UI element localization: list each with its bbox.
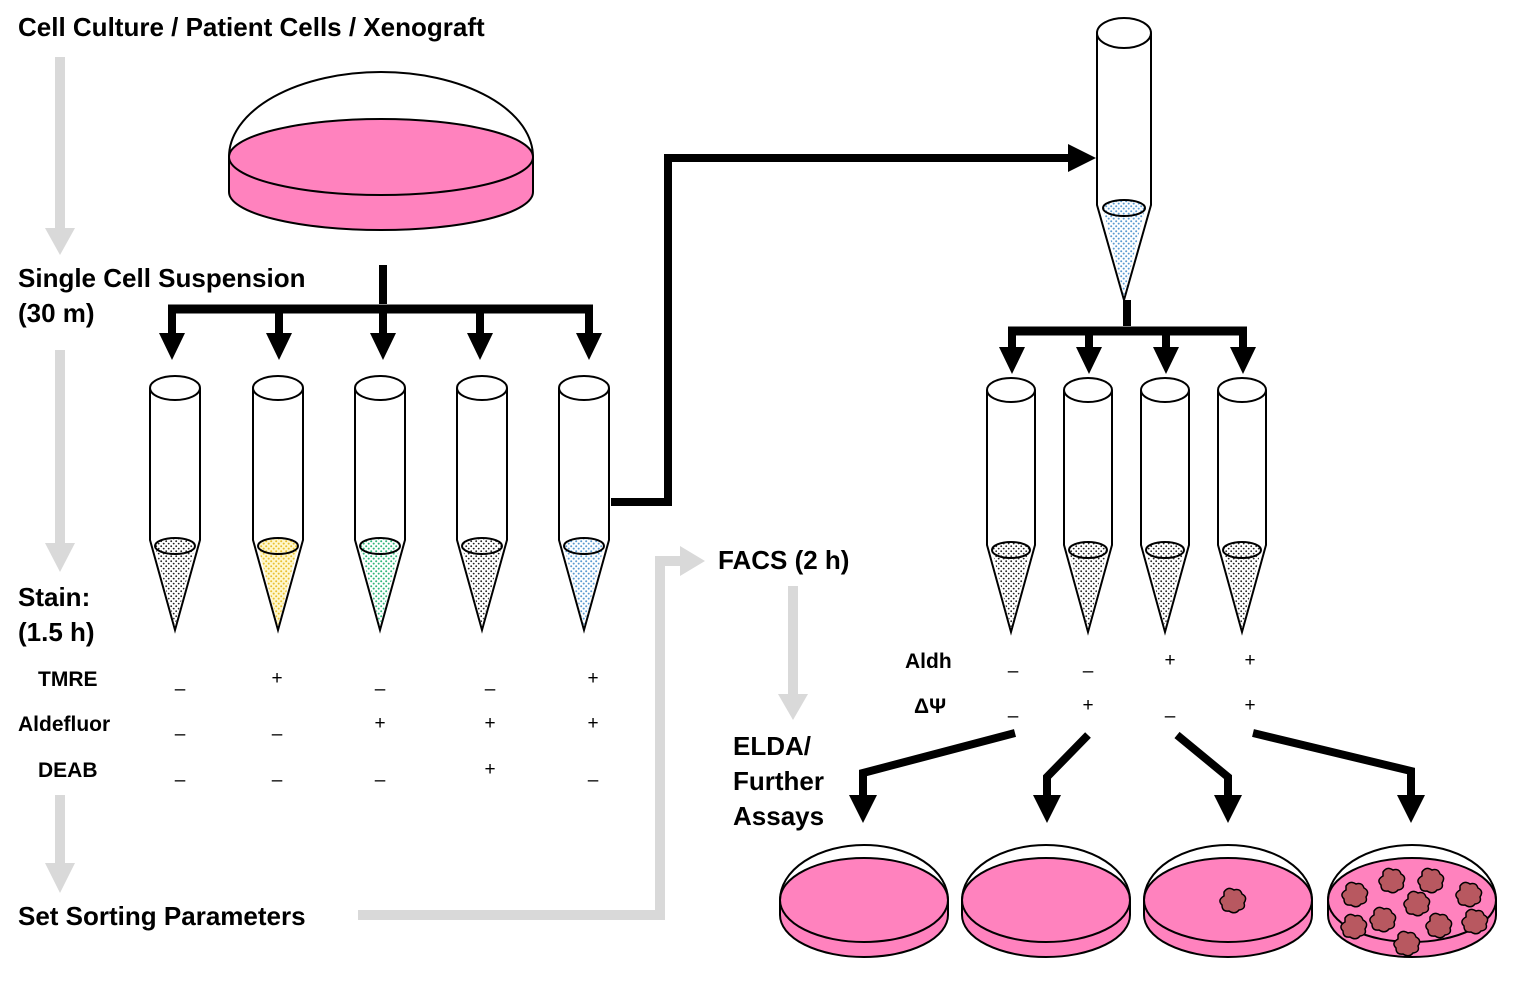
step-facs-label: FACS (2 h): [718, 545, 850, 575]
sort-cell: +: [1164, 650, 1176, 671]
stain-cell: –: [174, 770, 186, 791]
sort-cell: +: [1082, 695, 1094, 716]
sort-cell: –: [1007, 706, 1019, 727]
sort-tube: [1096, 17, 1152, 304]
step-elda-label-2: Further: [733, 766, 824, 796]
step-stain-label: Stain:: [18, 582, 91, 612]
sort-row-label-aldh: Aldh: [905, 650, 952, 673]
stain-cell: –: [374, 770, 386, 791]
spheres: [1340, 867, 1489, 957]
culture-dish: [228, 71, 534, 231]
sort-cell: –: [1164, 706, 1176, 727]
split-arrows-right: [1008, 300, 1247, 352]
stain-cell: –: [174, 724, 186, 745]
step-single-cell-time: (30 m): [18, 298, 95, 328]
stain-cell: +: [587, 668, 599, 689]
tube-5-tmre-aldefluor: [558, 375, 610, 634]
tube-1-unstained: [149, 375, 201, 634]
sort-cell: +: [1244, 650, 1256, 671]
stain-cell: –: [174, 679, 186, 700]
split-arrow-heads-right: [999, 347, 1256, 374]
step-stain-time: (1.5 h): [18, 617, 95, 647]
tube-2-tmre: [252, 375, 304, 634]
step-elda-label-3: Assays: [733, 801, 825, 831]
sphere: [1219, 887, 1247, 914]
plating-arrows: [859, 729, 1415, 800]
stain-cell: +: [484, 713, 496, 734]
stain-cell: +: [484, 759, 496, 780]
dish-4: [1327, 844, 1497, 958]
step-elda-label-1: ELDA/: [733, 731, 811, 761]
stain-row-label-deab: DEAB: [38, 759, 98, 782]
stain-row-label-aldefluor: Aldefluor: [18, 713, 111, 736]
dish-3: [1143, 844, 1313, 958]
sort-cell: +: [1244, 695, 1256, 716]
dish-1: [779, 844, 949, 958]
sorted-tube-1: [986, 377, 1036, 636]
stain-cell: –: [271, 724, 283, 745]
sort-cell: –: [1007, 661, 1019, 682]
stain-cell: –: [484, 679, 496, 700]
tube-4-aldefluor-deab: [456, 375, 508, 634]
stain-cell: –: [374, 679, 386, 700]
tube-3-aldefluor: [354, 375, 406, 634]
stain-cell: +: [587, 713, 599, 734]
stain-cell: –: [587, 770, 599, 791]
sort-row-label-dpsi: ΔΨ: [914, 695, 947, 718]
split-arrow-heads-left: [159, 333, 602, 360]
step-cell-culture-label: Cell Culture / Patient Cells / Xenograft: [18, 12, 485, 42]
gray-flow-arrows: [45, 57, 808, 920]
connector-to-sort-tube: [611, 144, 1096, 506]
stain-cell: –: [271, 770, 283, 791]
dish-2: [961, 844, 1131, 958]
sort-cell: –: [1082, 661, 1094, 682]
sorted-tube-2: [1063, 377, 1113, 636]
step-single-cell-label: Single Cell Suspension: [18, 263, 306, 293]
sorted-tube-3: [1140, 377, 1190, 636]
sorted-tube-4: [1217, 377, 1267, 636]
stain-row-label-tmre: TMRE: [38, 668, 98, 691]
stain-cell: +: [374, 713, 386, 734]
plating-arrow-heads: [849, 795, 1425, 823]
stain-cell: +: [271, 668, 283, 689]
step-set-sorting-label: Set Sorting Parameters: [18, 901, 306, 931]
